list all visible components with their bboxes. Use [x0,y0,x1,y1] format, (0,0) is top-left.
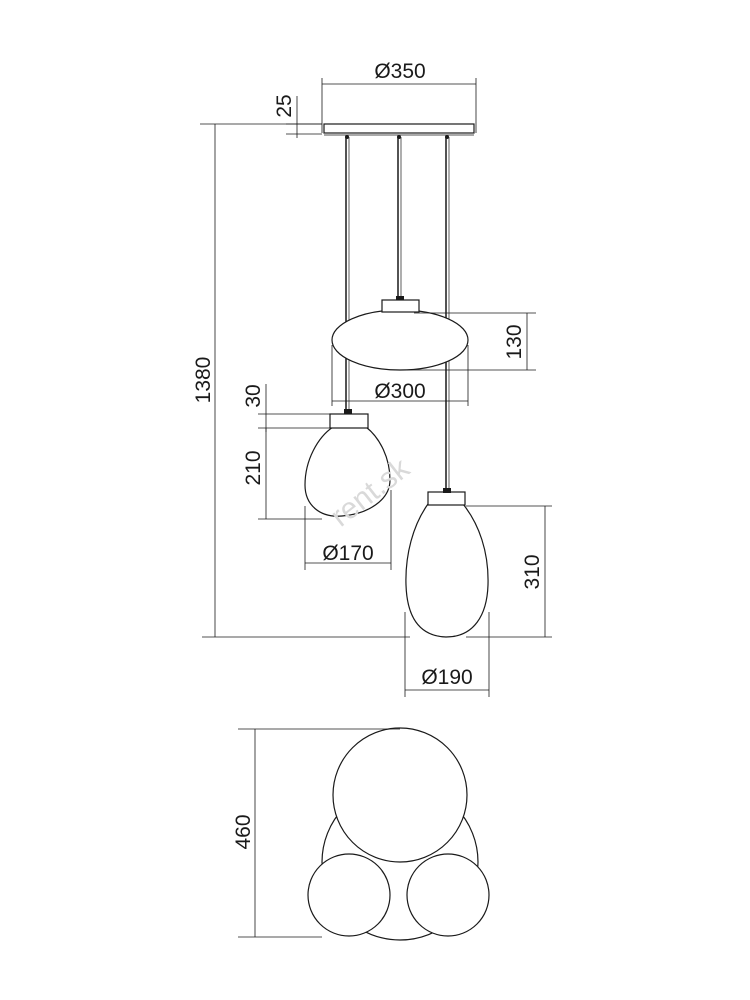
top-view-teardrop-shade [307,853,391,937]
top-view: 460 [232,727,490,941]
shade-egg [405,488,489,638]
label-teardrop-diameter: Ø170 [322,542,373,565]
dimension-oval-diameter: Ø300 [331,345,469,406]
label-top-view-depth: 460 [232,814,255,849]
label-oval-height: 130 [503,324,526,359]
label-teardrop-height: 210 [242,450,265,485]
shade-teardrop [304,409,391,517]
shade-oval [331,296,469,371]
label-teardrop-cap: 30 [242,384,265,407]
label-canopy-height: 25 [273,94,296,117]
cables [345,137,450,490]
canopy [323,123,475,139]
label-canopy-diameter: Ø350 [374,60,425,83]
label-oval-diameter: Ø300 [374,380,425,403]
side-view: Ø350 25 1380 130 Ø300 [192,60,552,697]
dimension-canopy-height: 25 [273,94,322,138]
label-egg-diameter: Ø190 [421,666,472,689]
dimension-total-height: 1380 [192,123,410,638]
label-total-height: 1380 [192,357,215,404]
dimension-teardrop-cap: 30 [242,384,330,432]
dimension-egg-diameter: Ø190 [404,612,490,697]
top-view-oval-shade [332,727,468,863]
dimension-top-view-depth: 460 [232,728,400,938]
label-egg-height: 310 [521,554,544,589]
top-view-egg-shade [406,853,490,937]
dimension-teardrop-diameter: Ø170 [304,490,392,570]
dimension-canopy-diameter: Ø350 [321,60,477,133]
dimension-teardrop-height: 210 [242,428,322,520]
dimension-egg-height: 310 [466,505,552,638]
